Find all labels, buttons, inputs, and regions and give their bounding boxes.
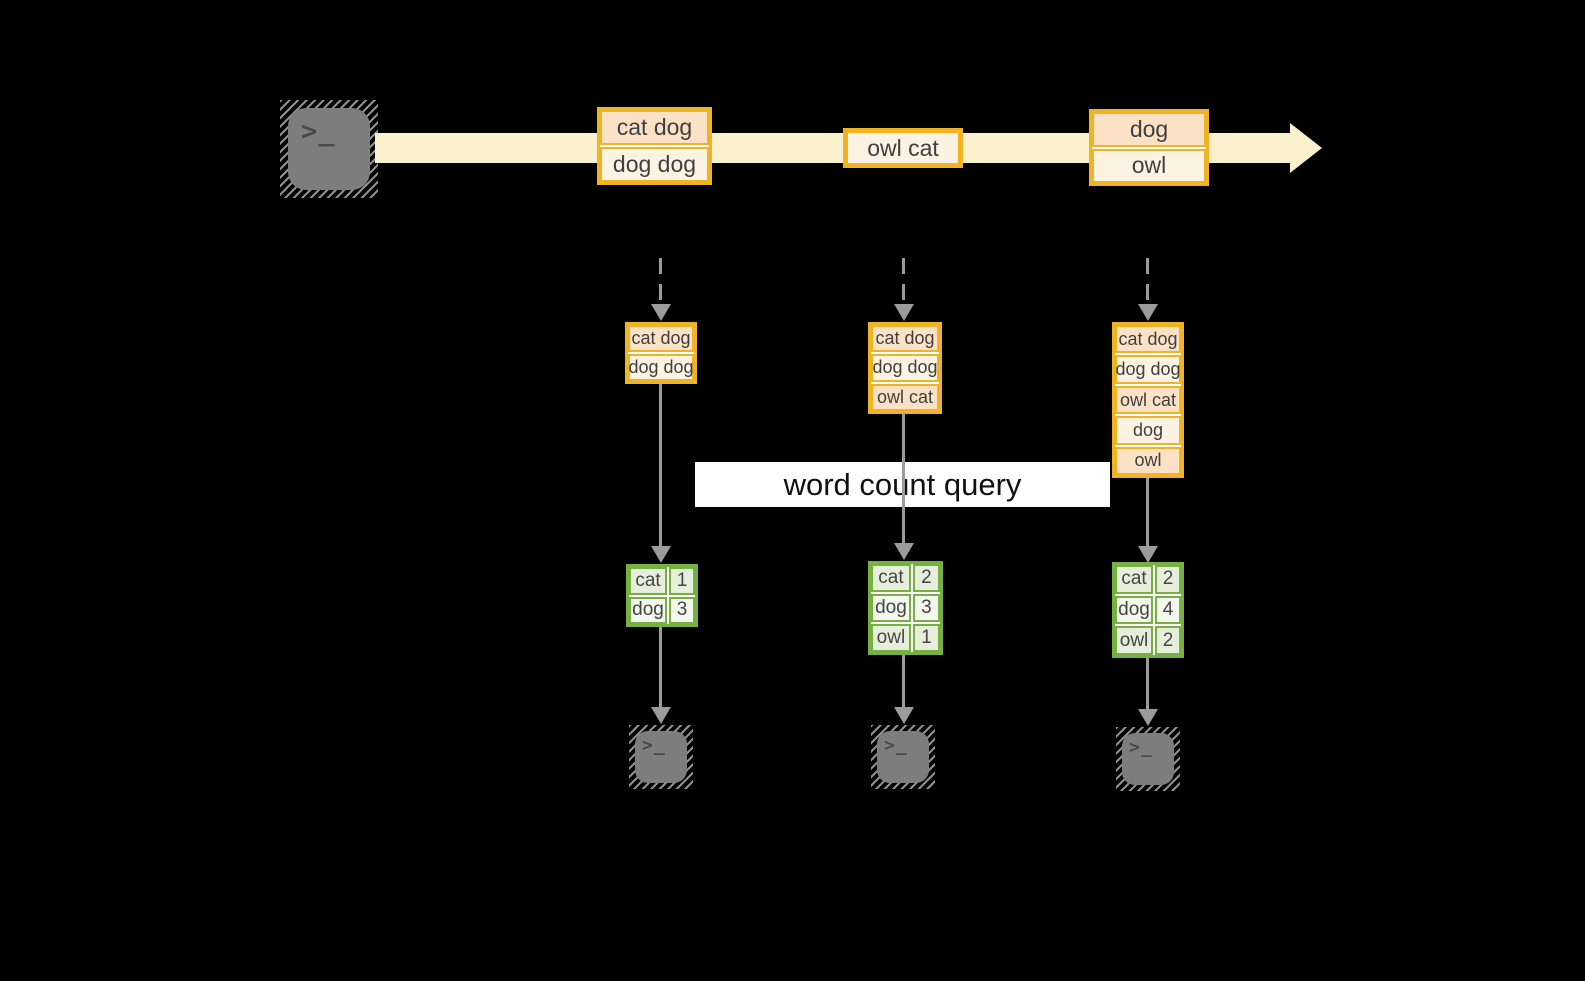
message-row: owl xyxy=(1092,148,1206,183)
consumer-terminal-icon: >_ xyxy=(871,725,935,789)
stream-message: cat dog dog dog xyxy=(597,107,712,185)
count-cell: 1 xyxy=(669,567,695,595)
ingest-arrow-line xyxy=(1146,258,1149,304)
terminal-prompt-icon: >_ xyxy=(301,116,336,147)
message-row: owl cat xyxy=(846,131,960,165)
terminal-body xyxy=(635,731,687,783)
stream-message: dog owl xyxy=(1089,109,1209,186)
table-row: dog 3 xyxy=(629,596,695,624)
stream-arrowhead-icon xyxy=(1290,123,1322,173)
table-row: dog 4 xyxy=(1115,595,1181,625)
table-row: owl 2 xyxy=(1115,626,1181,656)
buffer-row: dog dog xyxy=(1115,355,1181,384)
message-buffer: cat dog dog dog owl cat dog owl xyxy=(1112,322,1184,478)
word-cell: dog xyxy=(629,596,668,624)
word-cell: owl xyxy=(871,624,911,652)
word-count-table: cat 1 dog 3 xyxy=(626,564,698,627)
ingest-arrowhead-icon xyxy=(1138,304,1158,321)
query-arrowhead-icon xyxy=(651,546,671,563)
ingest-arrowhead-icon xyxy=(651,304,671,321)
buffer-row: cat dog xyxy=(628,325,694,352)
terminal-prompt-icon: >_ xyxy=(642,735,666,756)
ingest-arrow-line xyxy=(659,258,662,304)
table-row: dog 3 xyxy=(871,594,940,622)
word-count-table: cat 2 dog 4 owl 2 xyxy=(1112,562,1184,658)
terminal-prompt-icon: >_ xyxy=(1129,737,1153,758)
word-cell: cat xyxy=(629,567,668,595)
output-arrowhead-icon xyxy=(894,707,914,724)
query-arrowhead-icon xyxy=(894,543,914,560)
word-cell: cat xyxy=(1115,565,1154,594)
buffer-row: dog xyxy=(1115,416,1181,445)
consumer-terminal-icon: >_ xyxy=(1116,727,1180,791)
ingest-arrow-line xyxy=(902,258,905,304)
count-cell: 2 xyxy=(1155,626,1181,656)
query-arrowhead-icon xyxy=(1138,546,1158,563)
stream-message: owl cat xyxy=(843,128,963,168)
terminal-prompt-icon: >_ xyxy=(884,735,908,756)
message-buffer: cat dog dog dog owl cat xyxy=(868,322,942,414)
query-arrow-line xyxy=(659,384,662,546)
terminal-body xyxy=(877,731,929,783)
consumer-terminal-icon: >_ xyxy=(629,725,693,789)
output-arrow-line xyxy=(659,627,662,707)
buffer-row: dog dog xyxy=(628,354,694,381)
table-row: cat 2 xyxy=(871,564,940,592)
producer-terminal-icon: >_ xyxy=(280,100,378,198)
query-arrow-line xyxy=(902,413,905,543)
output-arrow-line xyxy=(902,655,905,707)
message-row: dog dog xyxy=(600,147,709,182)
count-cell: 4 xyxy=(1155,595,1181,625)
word-cell: cat xyxy=(871,564,911,592)
buffer-row: owl cat xyxy=(1115,385,1181,415)
output-arrow-line xyxy=(1146,658,1149,709)
table-row: cat 1 xyxy=(629,567,695,595)
message-row: dog xyxy=(1092,112,1206,147)
output-arrowhead-icon xyxy=(651,707,671,724)
count-cell: 2 xyxy=(1155,565,1181,594)
buffer-row: owl cat xyxy=(871,383,939,411)
terminal-body xyxy=(1122,733,1174,785)
buffer-row: cat dog xyxy=(1115,325,1181,354)
count-cell: 2 xyxy=(912,564,940,592)
count-cell: 3 xyxy=(912,594,940,622)
terminal-body xyxy=(288,108,370,190)
table-row: owl 1 xyxy=(871,624,940,652)
table-row: cat 2 xyxy=(1115,565,1181,594)
word-cell: dog xyxy=(871,594,911,622)
word-count-table: cat 2 dog 3 owl 1 xyxy=(868,561,943,655)
buffer-row: dog dog xyxy=(871,354,939,382)
word-cell: dog xyxy=(1115,595,1154,625)
buffer-row: owl xyxy=(1115,446,1181,476)
output-arrowhead-icon xyxy=(1138,709,1158,726)
ingest-arrowhead-icon xyxy=(894,304,914,321)
message-buffer: cat dog dog dog xyxy=(625,322,697,384)
count-cell: 1 xyxy=(912,624,940,652)
count-cell: 3 xyxy=(669,596,695,624)
word-cell: owl xyxy=(1115,626,1154,656)
query-arrow-line xyxy=(1146,478,1149,546)
message-row: cat dog xyxy=(600,110,709,145)
buffer-row: cat dog xyxy=(871,325,939,353)
